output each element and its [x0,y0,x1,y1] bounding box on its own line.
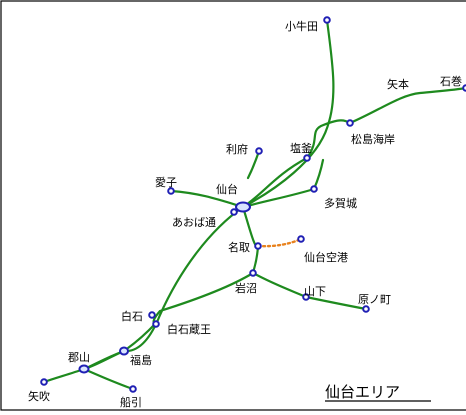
label-funehiki[interactable]: 船引 [120,395,142,409]
station-haranomachi-marker[interactable] [362,305,370,313]
station-sendai-marker[interactable] [235,201,251,213]
label-fukushima[interactable]: 福島 [130,353,152,367]
label-yanaizu[interactable]: 矢本 [387,77,409,91]
station-iwanuma-marker[interactable] [249,269,257,277]
label-aoba[interactable]: あおば通 [172,216,216,229]
label-natori[interactable]: 名取 [228,240,250,254]
station-fukushima-marker[interactable] [119,346,129,356]
label-shiogama[interactable]: 塩釜 [290,141,312,155]
stations [40,16,466,393]
senseki-line [241,86,466,209]
label-yamashita[interactable]: 山下 [304,285,326,298]
station-kogota-marker[interactable] [323,16,331,24]
label-matsushima[interactable]: 松島海岸 [351,132,395,146]
label-ishinomaki[interactable]: 石巻 [440,75,462,88]
label-shiroishi-zao[interactable]: 白石蔵王 [167,322,211,336]
station-labels: 小牛田 矢本 石巻 松島海岸 利府 塩釜 多賀城 愛子 仙台 あおば通 名取 仙… [28,19,462,409]
station-yamashita-marker[interactable] [302,293,310,301]
station-aiko-marker[interactable] [167,187,175,195]
station-tagajo-marker[interactable] [310,185,318,193]
label-shiroishi[interactable]: 白石 [121,309,143,323]
label-aiko[interactable]: 愛子 [155,176,177,189]
station-yabuki-marker[interactable] [40,378,48,386]
station-ishinomaki-marker[interactable] [462,84,466,92]
station-matsushima-marker[interactable] [346,119,354,127]
station-rifu-marker[interactable] [255,147,263,155]
label-haranomachi[interactable]: 原ノ町 [358,293,391,306]
station-shiroishi-zao-marker[interactable] [152,320,160,328]
station-shiroishi-marker[interactable] [148,311,156,319]
label-tagajo[interactable]: 多賀城 [324,196,357,210]
area-title: 仙台エリア [325,383,400,401]
label-yabuki[interactable]: 矢吹 [28,389,50,403]
station-airport-marker[interactable] [297,235,305,243]
station-natori-marker[interactable] [254,242,262,250]
station-funehiki-marker[interactable] [129,385,137,393]
station-shiogama-marker[interactable] [303,154,311,162]
station-aoba-marker[interactable] [230,208,238,216]
label-koriyama[interactable]: 郡山 [68,351,90,364]
label-rifu[interactable]: 利府 [226,142,248,156]
label-kogota[interactable]: 小牛田 [285,19,318,33]
station-koriyama-marker[interactable] [78,364,90,374]
label-airport[interactable]: 仙台空港 [304,250,348,264]
label-iwanuma[interactable]: 岩沼 [235,281,257,295]
label-sendai[interactable]: 仙台 [216,182,238,196]
